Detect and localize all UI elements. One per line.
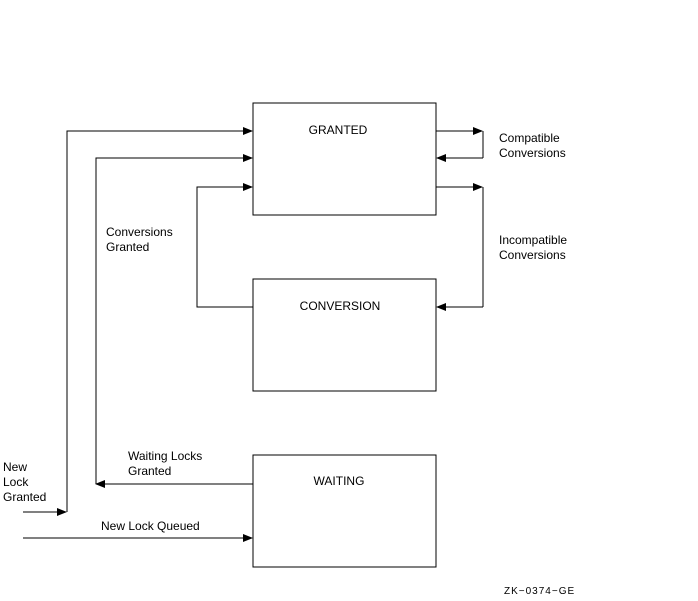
conversions-granted-edge (196, 183, 253, 308)
waiting-granted-label-line2: Granted (128, 464, 171, 478)
incompatible-label-line2: Conversions (499, 248, 566, 262)
conversions-granted-arrow (196, 183, 253, 308)
conversion-box (252, 278, 437, 392)
conversion-label: CONVERSION (300, 299, 381, 313)
waiting-to-granted-arrow (95, 154, 253, 484)
figure-id: ZK−0374−GE (504, 586, 575, 597)
conversions-granted-label-line2: Granted (106, 240, 149, 254)
conversion-node: CONVERSION (252, 278, 437, 392)
compatible-label-line2: Conversions (499, 146, 566, 160)
incompatible-conversions-edge (436, 183, 484, 311)
waiting-locks-granted-edge (95, 154, 253, 488)
granted-box (252, 102, 437, 216)
granted-label: GRANTED (309, 123, 368, 137)
compatible-conversions-edge (436, 127, 484, 162)
waiting-label: WAITING (314, 474, 365, 488)
waiting-node: WAITING (252, 454, 437, 568)
new-lock-granted-label-line1: New (3, 460, 27, 474)
new-lock-granted-label-line2: Lock (3, 475, 29, 489)
incompatible-label-line1: Incompatible (499, 233, 567, 247)
new-lock-granted-edge (23, 127, 253, 516)
compatible-label-line1: Compatible (499, 131, 560, 145)
waiting-granted-label-line1: Waiting Locks (128, 449, 202, 463)
new-lock-to-granted-arrow (66, 127, 253, 512)
new-lock-queued-label: New Lock Queued (101, 519, 200, 533)
waiting-box (252, 454, 437, 568)
conversions-granted-label-line1: Conversions (106, 225, 173, 239)
granted-node: GRANTED (252, 102, 437, 216)
new-lock-granted-label-line3: Granted (3, 490, 46, 504)
